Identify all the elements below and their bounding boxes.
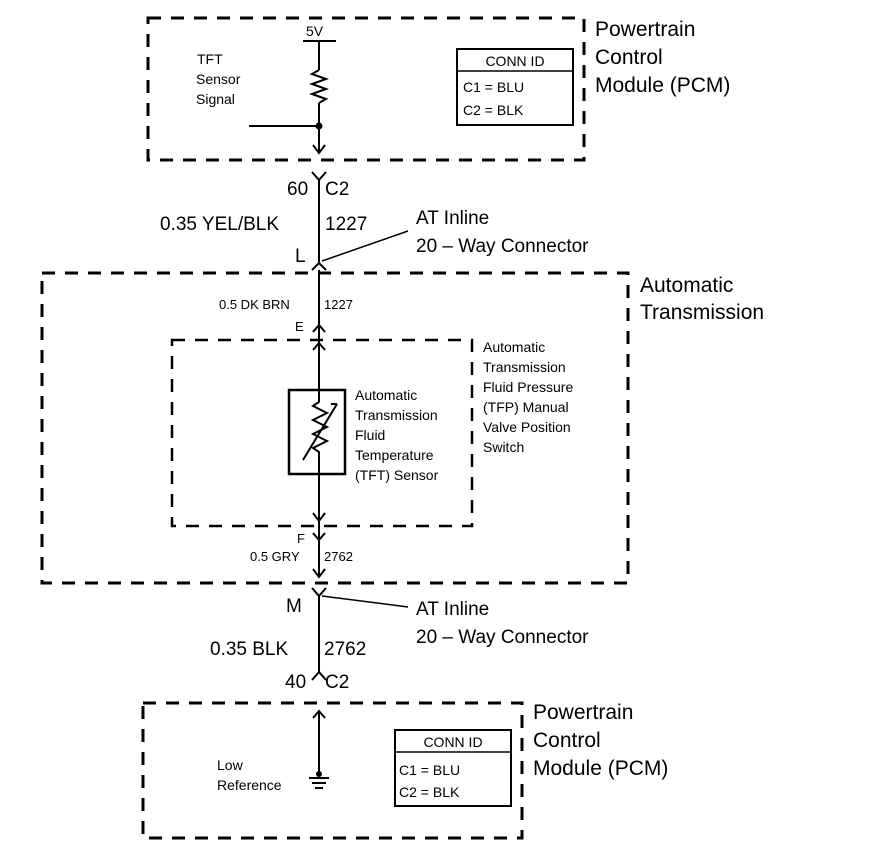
pcm-top-title-line-1: Powertrain bbox=[595, 18, 695, 41]
tfp-label-line-1: Automatic bbox=[483, 339, 545, 355]
pcm-bottom-title-line-2: Control bbox=[533, 729, 601, 752]
pcm-top-title-line-3: Module (PCM) bbox=[595, 74, 730, 97]
pcm-top-conn-id-row-2: C2 = BLK bbox=[463, 102, 524, 118]
inline-top-leader bbox=[321, 230, 409, 262]
tfp-label-line-6: Switch bbox=[483, 439, 524, 455]
lower-wire-circuit: 2762 bbox=[324, 549, 353, 564]
low-reference-label-line-2: Reference bbox=[217, 777, 282, 793]
pcm-top-conn-id-header: CONN ID bbox=[485, 53, 544, 69]
inline-bottom-leader bbox=[321, 595, 409, 608]
transmission-boundary bbox=[40, 271, 630, 585]
pcm-top-signal-line-3: Signal bbox=[196, 91, 235, 107]
inline-top-label-line-2: 20 – Way Connector bbox=[416, 236, 589, 257]
c2-pin-60-connector-icon bbox=[311, 171, 327, 182]
automatic-transmission: Automatic Transmission 0.5 DK BRN 1227 E… bbox=[40, 270, 764, 585]
tft-sensor-label-line-2: Transmission bbox=[355, 407, 438, 423]
wire-bottom-pin-number: 40 bbox=[285, 672, 306, 693]
wire-bottom-segment: M AT Inline 20 – Way Connector 0.35 BLK … bbox=[210, 587, 589, 693]
pcm-bottom-boundary bbox=[141, 701, 524, 840]
wire-bottom-connector-name: C2 bbox=[325, 672, 349, 693]
tft-sensor-label-line-4: Temperature bbox=[355, 447, 434, 463]
ground-symbol-icon bbox=[309, 771, 329, 789]
tft-sensor-label-line-1: Automatic bbox=[355, 387, 417, 403]
pcm-top-signal-line-1: TFT bbox=[197, 51, 223, 67]
pcm-top-conn-id-table: CONN ID C1 = BLU C2 = BLK bbox=[456, 48, 574, 126]
pcm-top-module: Powertrain Control Module (PCM) 5V TFT S… bbox=[146, 16, 730, 162]
tfp-label-line-5: Valve Position bbox=[483, 419, 571, 435]
wire-top-segment: 60 C2 0.35 YEL/BLK 1227 L AT Inline 20 –… bbox=[160, 171, 589, 271]
pin-f-label: F bbox=[297, 531, 305, 546]
tft-sensor-thermistor-icon bbox=[287, 388, 347, 476]
tft-sensor-label-line-3: Fluid bbox=[355, 427, 385, 443]
pcm-top-signal-line-2: Sensor bbox=[196, 71, 241, 87]
pcm-bottom-conn-id-header: CONN ID bbox=[423, 734, 482, 750]
pin-e-label: E bbox=[295, 319, 304, 334]
inline-top-connector-icon bbox=[311, 261, 327, 271]
pcm-bottom-conn-id-row-1: C1 = BLU bbox=[399, 762, 460, 778]
inline-top-label-line-1: AT Inline bbox=[416, 208, 489, 229]
pullup-resistor-icon bbox=[309, 69, 329, 104]
tfp-label-line-3: Fluid Pressure bbox=[483, 379, 573, 395]
pin-e-connector-icon bbox=[312, 323, 326, 333]
upper-wire-circuit: 1227 bbox=[324, 297, 353, 312]
inline-top-pin-label: L bbox=[295, 246, 306, 267]
tfp-entry-arrow-icon bbox=[312, 341, 326, 351]
transmission-title-line-1: Automatic bbox=[640, 274, 733, 297]
wire-top-circuit: 1227 bbox=[325, 214, 367, 235]
c2-pin-40-connector-icon bbox=[311, 670, 327, 681]
transmission-title-line-2: Transmission bbox=[640, 301, 764, 324]
wire-top-pin-number: 60 bbox=[287, 179, 308, 200]
pcm-bottom-title-line-3: Module (PCM) bbox=[533, 757, 668, 780]
pcm-bottom-conn-id-row-2: C2 = BLK bbox=[399, 784, 460, 800]
pcm-bottom-module: Powertrain Control Module (PCM) Low Refe… bbox=[141, 701, 668, 840]
transmission-exit-arrow-icon bbox=[312, 568, 326, 579]
wire-top-spec: 0.35 YEL/BLK bbox=[160, 214, 279, 235]
lower-wire-spec: 0.5 GRY bbox=[250, 549, 300, 564]
pcm-top-title-line-2: Control bbox=[595, 46, 663, 69]
low-reference-label-line-1: Low bbox=[217, 757, 244, 773]
pcm-top-conn-id-row-1: C1 = BLU bbox=[463, 79, 524, 95]
pcm-top-boundary bbox=[146, 16, 586, 162]
pin-f-connector-icon bbox=[312, 532, 326, 542]
pcm-top-arrow-icon bbox=[312, 144, 326, 155]
inline-bottom-pin-label: M bbox=[286, 596, 302, 617]
inline-bottom-label-line-2: 20 – Way Connector bbox=[416, 627, 589, 648]
tfp-label-line-4: (TFP) Manual bbox=[483, 399, 569, 415]
upper-wire-spec: 0.5 DK BRN bbox=[219, 297, 290, 312]
tfp-label-line-2: Transmission bbox=[483, 359, 566, 375]
pcm-bottom-title-line-1: Powertrain bbox=[533, 701, 633, 724]
pcm-top-voltage-label: 5V bbox=[306, 23, 324, 39]
pcm-bottom-conn-id-table: CONN ID C1 = BLU C2 = BLK bbox=[394, 729, 512, 807]
tft-sensor-label-line-5: (TFT) Sensor bbox=[355, 467, 439, 483]
wire-top-connector-name: C2 bbox=[325, 179, 349, 200]
wire-bottom-circuit: 2762 bbox=[324, 639, 366, 660]
tfp-switch-boundary bbox=[170, 338, 474, 528]
inline-bottom-label-line-1: AT Inline bbox=[416, 599, 489, 620]
wire-bottom-spec: 0.35 BLK bbox=[210, 639, 288, 660]
tfp-exit-arrow-icon bbox=[312, 512, 326, 523]
inline-bottom-connector-icon bbox=[311, 587, 327, 598]
